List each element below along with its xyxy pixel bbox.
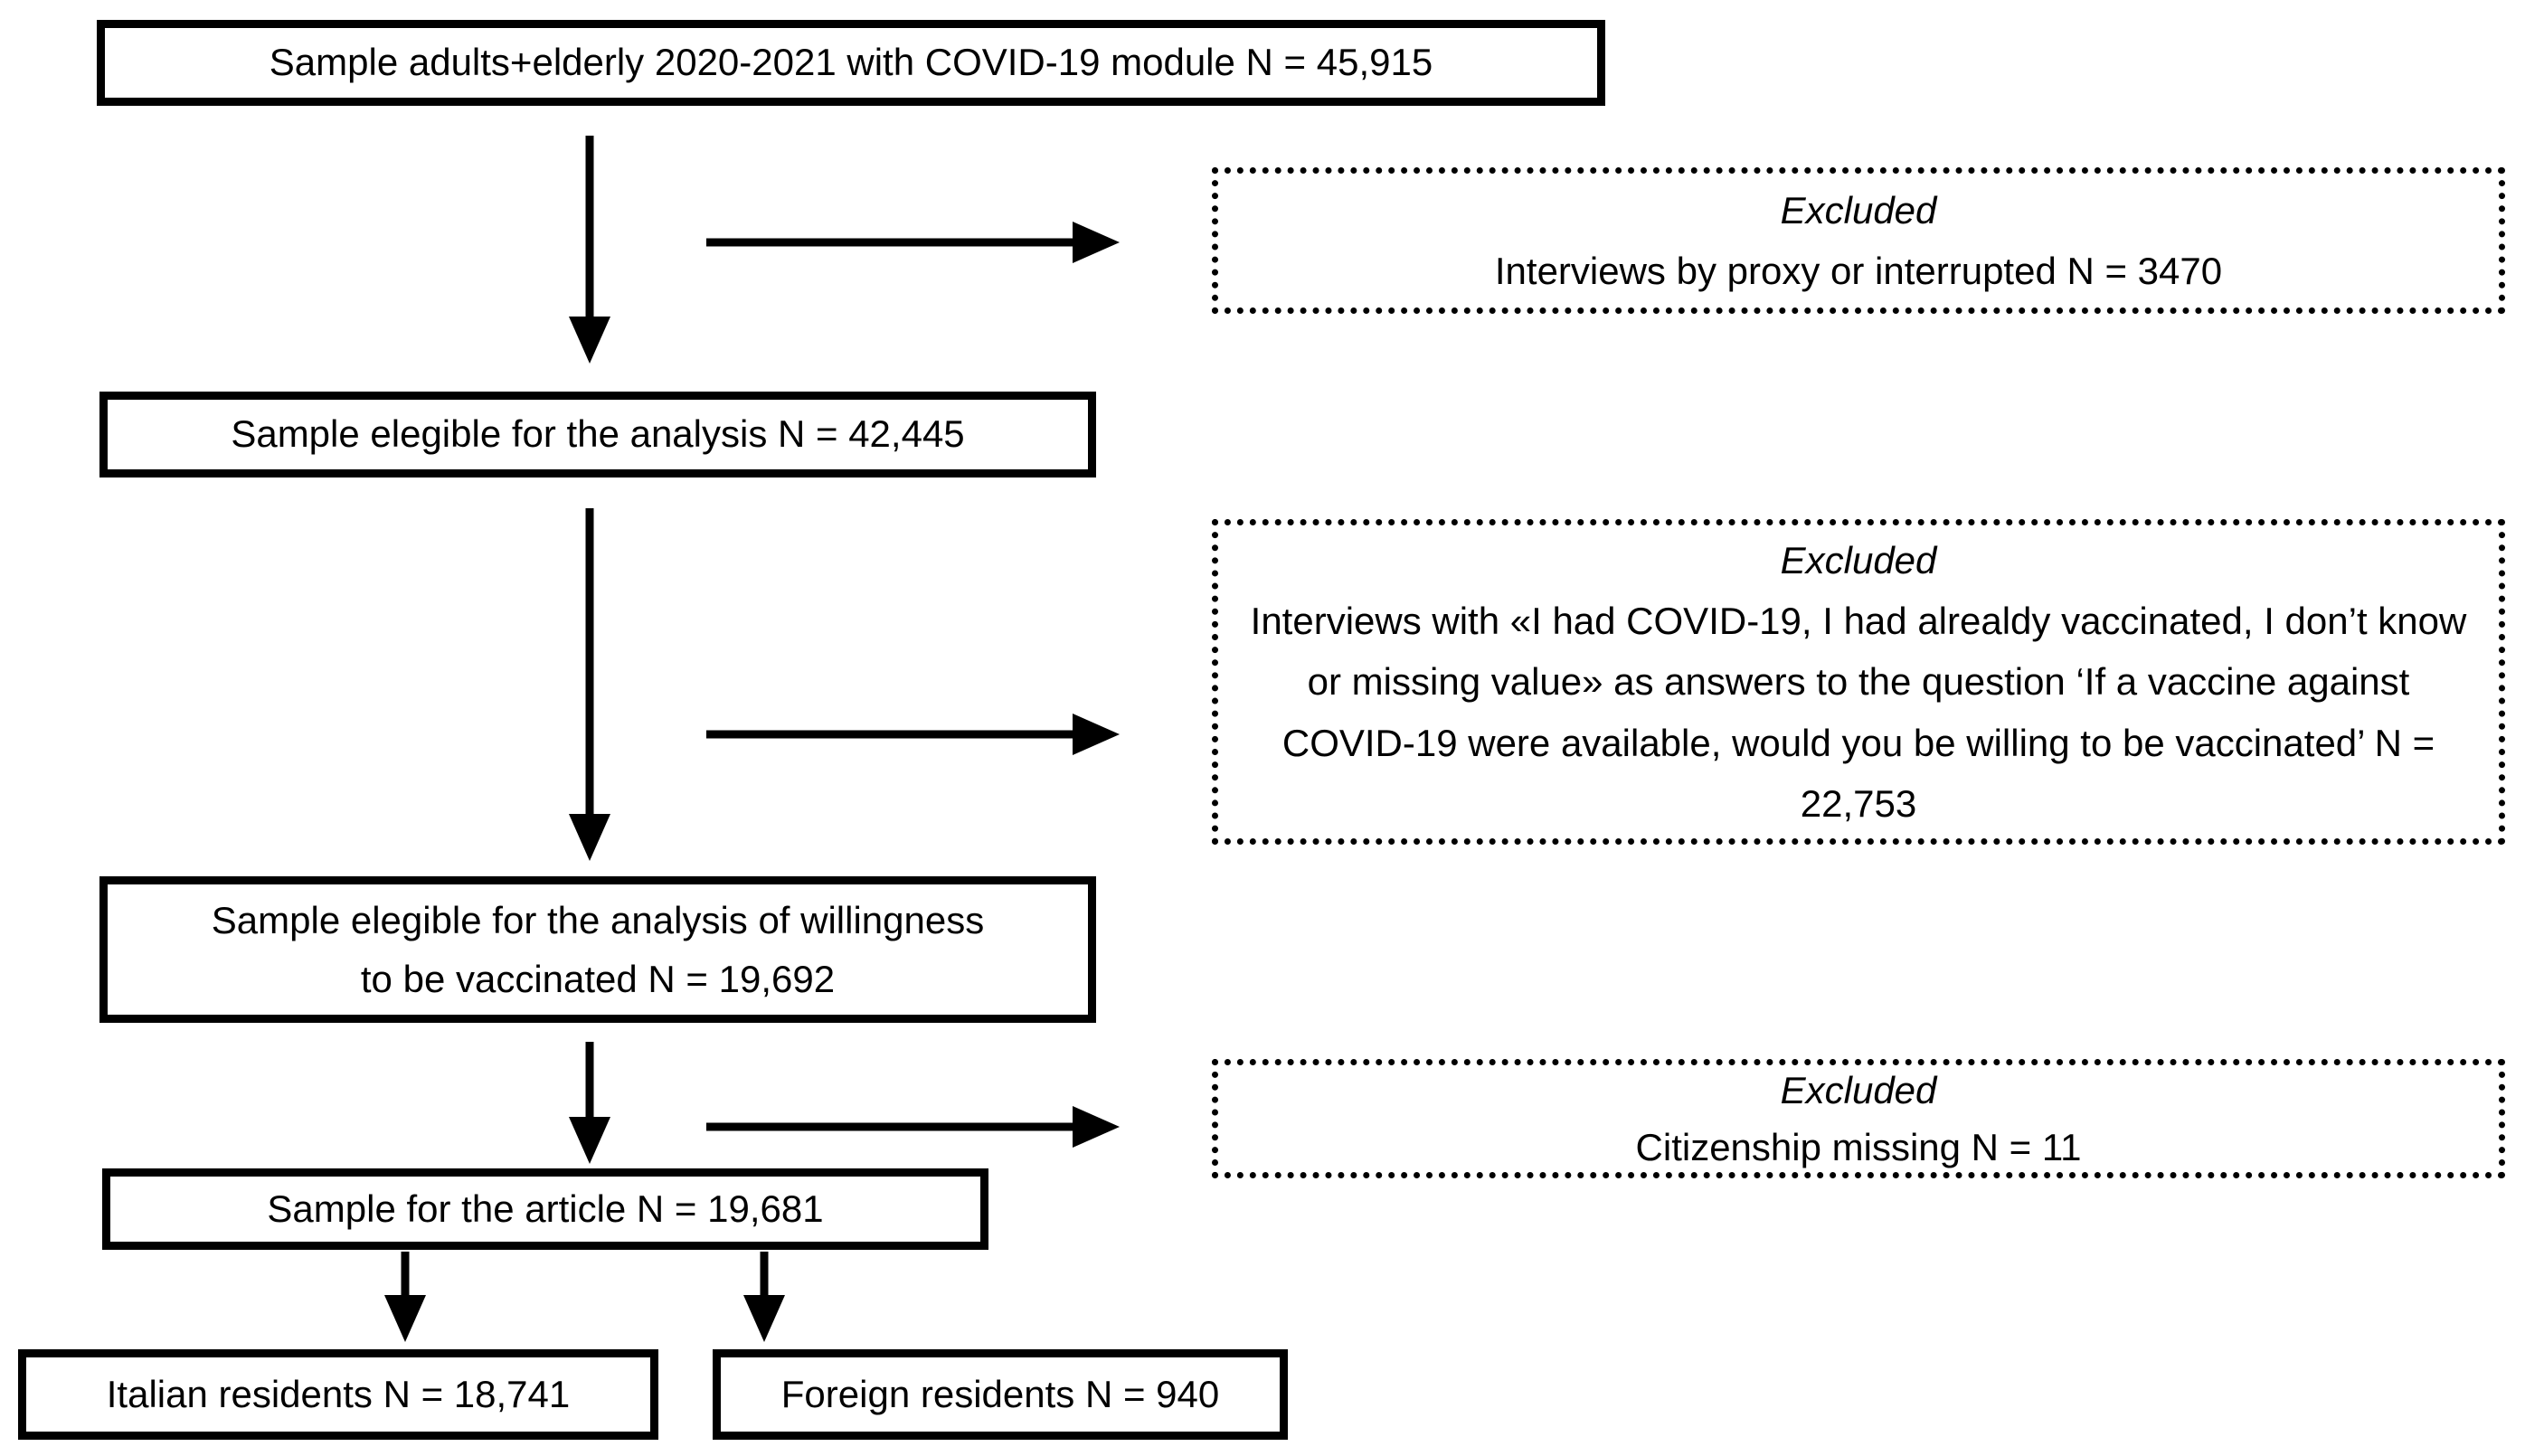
- excluded-box-citizenship-text: Citizenship missing N = 11: [1635, 1126, 2082, 1168]
- arrow-down-2: [569, 508, 610, 861]
- arrow-right-1: [706, 222, 1120, 263]
- node-elegible-willingness-label: Sample elegible for the analysis of will…: [211, 898, 985, 1000]
- excluded-box-proxy-text: Interviews by proxy or interrupted N = 3…: [1494, 250, 2223, 292]
- node-sample-article-label: Sample for the article N = 19,681: [267, 1187, 824, 1230]
- excluded-box-citizenship: Excluded Citizenship missing N = 11: [1212, 1059, 2505, 1178]
- node-sample-module-label: Sample adults+elderly 2020-2021 with COV…: [269, 41, 1433, 84]
- arrow-down-1: [569, 136, 610, 364]
- arrow-right-3: [706, 1106, 1120, 1148]
- excluded-box-proxy: Excluded Interviews by proxy or interrup…: [1212, 167, 2505, 314]
- excluded-box-willingness: Excluded Interviews with «I had COVID-19…: [1212, 519, 2505, 845]
- node-sample-module: Sample adults+elderly 2020-2021 with COV…: [97, 20, 1605, 106]
- node-foreign-residents-label: Foreign residents N = 940: [780, 1372, 1220, 1415]
- node-italian-residents: Italian residents N = 18,741: [18, 1349, 658, 1440]
- arrow-right-2: [706, 714, 1120, 755]
- excluded-box-willingness-title: Excluded: [1780, 539, 1937, 582]
- excluded-box-willingness-text: Interviews with «I had COVID-19, I had a…: [1250, 600, 2467, 825]
- excluded-box-citizenship-title: Excluded: [1780, 1069, 1937, 1111]
- node-foreign-residents: Foreign residents N = 940: [713, 1349, 1288, 1440]
- node-elegible-willingness: Sample elegible for the analysis of will…: [99, 876, 1096, 1023]
- arrow-down-3: [569, 1042, 610, 1164]
- node-elegible-analysis: Sample elegible for the analysis N = 42,…: [99, 392, 1096, 477]
- excluded-box-proxy-title: Excluded: [1780, 188, 1937, 232]
- node-italian-residents-label: Italian residents N = 18,741: [106, 1372, 571, 1415]
- arrow-down-foreign: [743, 1252, 785, 1342]
- node-elegible-analysis-label: Sample elegible for the analysis N = 42,…: [231, 412, 965, 456]
- node-sample-article: Sample for the article N = 19,681: [102, 1168, 988, 1250]
- arrow-down-italian: [384, 1252, 426, 1342]
